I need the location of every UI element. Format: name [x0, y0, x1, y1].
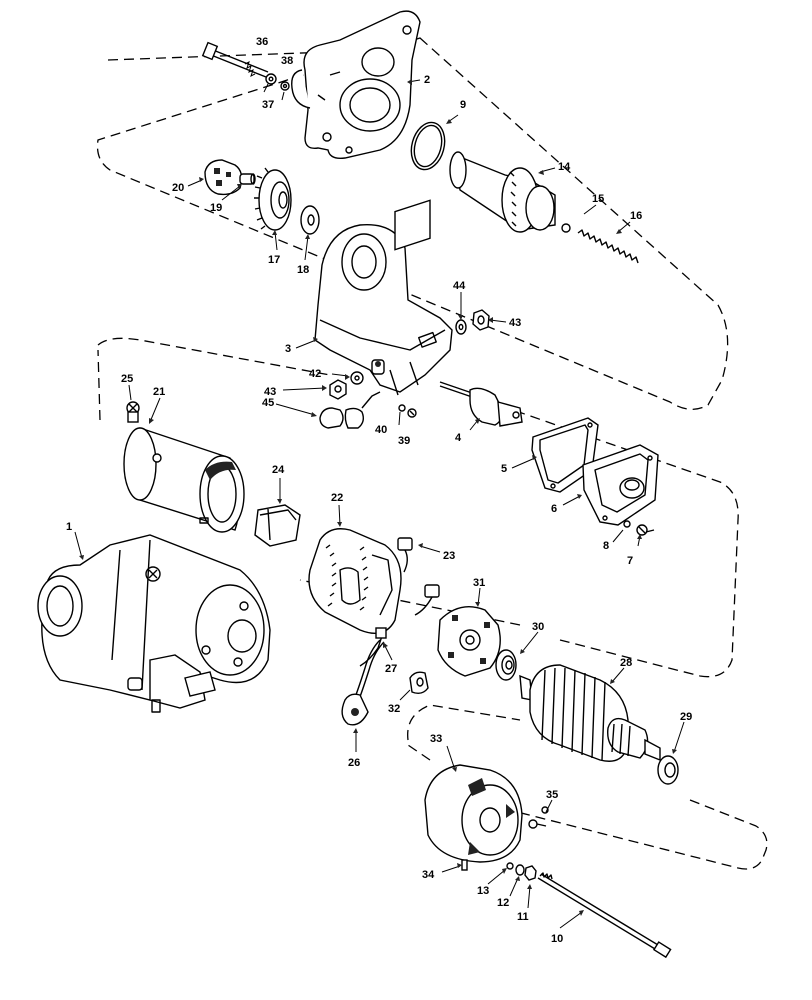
callout-9: 9: [460, 99, 466, 111]
callout-3: 3: [285, 343, 291, 355]
part-22-field-coil: [308, 528, 402, 634]
callout-17: 17: [268, 254, 280, 266]
part-6-solenoid-cover: [582, 444, 659, 526]
callout-43-lower: 43: [264, 386, 276, 398]
part-45-terminal-boot: [319, 391, 381, 429]
part-29-rear-bearing: [657, 755, 679, 785]
callout-29: 29: [680, 711, 692, 723]
part-42-washer: [350, 371, 364, 385]
part-38-lock-washer: [280, 81, 290, 91]
part-18-washer: [300, 205, 320, 235]
part-23-brushes: [397, 537, 440, 616]
callout-16: 16: [630, 210, 642, 222]
part-36-bolt: [201, 41, 269, 78]
part-25-screw: [126, 401, 140, 423]
part-33-end-frame: [424, 764, 523, 863]
callout-11: 11: [517, 911, 529, 923]
callout-labels: 36 38 37 2 9 14 15 16 20 19 17 18 44 43 …: [66, 36, 692, 945]
callout-43-upper: 43: [509, 317, 521, 329]
group-boundary-lower: [407, 704, 768, 870]
part-16-spring: [577, 229, 639, 264]
callout-7: 7: [627, 555, 633, 567]
part-38-lock-washer-hole: [282, 83, 288, 89]
callout-45: 45: [262, 397, 274, 409]
callout-12: 12: [497, 897, 509, 909]
part-28-armature: [519, 664, 661, 762]
callout-32: 32: [388, 703, 400, 715]
part-44-washer: [455, 319, 467, 335]
callout-19: 19: [210, 202, 222, 214]
part-1-starter-assembly: [37, 534, 271, 713]
callout-39: 39: [398, 435, 410, 447]
callout-30: 30: [532, 621, 544, 633]
callout-44: 44: [453, 280, 466, 292]
part-30-bearing: [495, 649, 517, 681]
part-26-lead-wire: [341, 639, 385, 726]
part-10-through-bolt: [537, 872, 672, 959]
group-boundary-middle: [97, 337, 739, 678]
part-43-nut-lower: [329, 379, 347, 400]
callout-4: 4: [455, 432, 462, 444]
part-13-washer: [506, 862, 514, 870]
callout-2: 2: [424, 74, 430, 86]
part-37-washer: [265, 73, 277, 85]
callout-31: 31: [473, 577, 485, 589]
callout-22: 22: [331, 492, 343, 504]
part-14-pinion-drive: [449, 151, 556, 233]
callout-20: 20: [172, 182, 184, 194]
part-12-lock-washer: [515, 864, 525, 876]
callout-27: 27: [385, 663, 397, 675]
leader-lines: [74, 79, 685, 929]
part-2-front-housing: [291, 10, 421, 160]
callout-8: 8: [603, 540, 609, 552]
part-39-screw: [407, 408, 417, 418]
callout-13: 13: [477, 885, 489, 897]
callout-15: 15: [592, 193, 604, 205]
part-32-bushing: [409, 671, 429, 695]
callout-26: 26: [348, 757, 360, 769]
part-44-washer-hole: [458, 323, 464, 331]
part-11-nut: [524, 865, 537, 881]
callout-5: 5: [501, 463, 507, 475]
callout-40: 40: [375, 424, 387, 436]
callout-18: 18: [297, 264, 309, 276]
callout-33: 33: [430, 733, 442, 745]
part-17-idler-gear: [254, 167, 292, 231]
part-34-stud: [461, 859, 468, 871]
callout-24: 24: [272, 464, 285, 476]
callout-21: 21: [153, 386, 165, 398]
part-9-o-ring: [410, 121, 446, 171]
part-40-washer: [398, 404, 406, 412]
part-20-retainer: [204, 159, 243, 196]
callout-42: 42: [309, 368, 321, 380]
callout-34: 34: [422, 869, 435, 881]
part-4-plunger: [439, 381, 523, 427]
part-3-yoke-housing: [314, 199, 453, 396]
callout-35: 35: [546, 789, 558, 801]
callout-14: 14: [558, 161, 571, 173]
part-5-gasket: [531, 417, 599, 493]
callout-25: 25: [121, 373, 133, 385]
terminal-stud: [371, 359, 385, 375]
callout-37: 37: [262, 99, 274, 111]
part-43-nut-upper: [472, 309, 490, 331]
callout-6: 6: [551, 503, 557, 515]
part-21-yoke-shell: [123, 427, 245, 533]
part-31-brush-holder: [437, 606, 501, 677]
part-24-insulator: [254, 504, 301, 547]
callout-36: 36: [256, 36, 268, 48]
callout-10: 10: [551, 933, 563, 945]
part-19-roller: [239, 173, 256, 185]
callout-28: 28: [620, 657, 632, 669]
part-7-screw: [636, 524, 655, 536]
callout-23: 23: [443, 550, 455, 562]
part-37-washer-hole: [268, 76, 274, 82]
part-15-steel-ball: [561, 223, 571, 233]
part-27-lead-clip: [359, 627, 387, 667]
callout-1: 1: [66, 521, 72, 533]
callout-38: 38: [281, 55, 293, 67]
part-8-washer: [623, 520, 631, 528]
